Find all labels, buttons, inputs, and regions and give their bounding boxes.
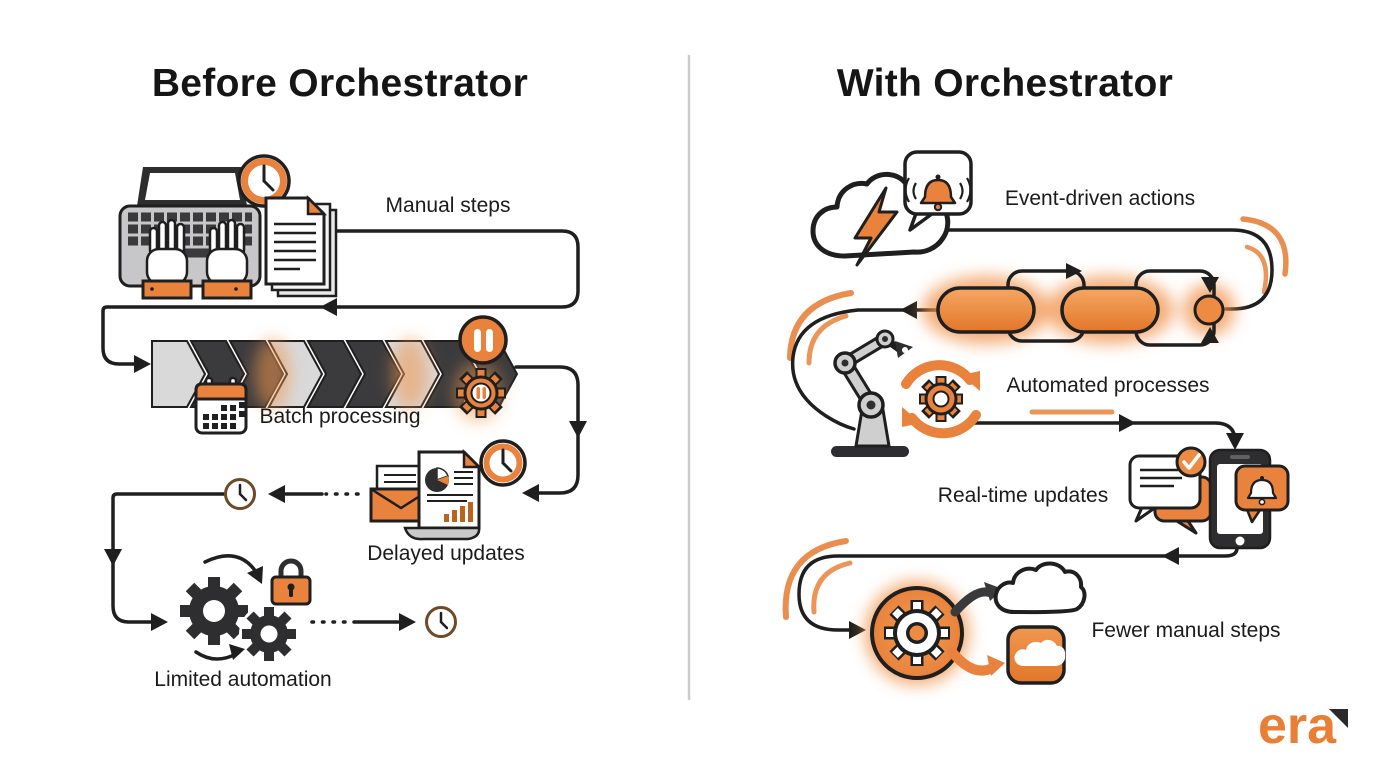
phone-notification-bubble <box>1234 464 1290 524</box>
hand-right-icon <box>205 218 249 286</box>
calendar-icon <box>194 376 248 435</box>
label-event-driven: Event-driven actions <box>1004 187 1196 210</box>
robot-arm-icon <box>831 329 913 457</box>
era-logo-notch-icon <box>1329 709 1348 728</box>
notification-bell-bubble-icon <box>903 150 973 232</box>
before-title: Before Orchestrator <box>151 62 529 105</box>
clock-icon <box>237 154 291 208</box>
hand-left-icon <box>145 218 189 286</box>
label-fewer-manual: Fewer manual steps <box>1091 619 1281 642</box>
cloud-app-icon <box>1006 625 1066 685</box>
smartphone-bell-icon <box>1208 448 1290 550</box>
pause-badge-icon <box>458 315 508 365</box>
with-flow-lines <box>790 228 1274 632</box>
cloud-outline-icon <box>993 561 1087 615</box>
label-limited-automation: Limited automation <box>154 668 332 691</box>
label-batch-processing: Batch processing <box>259 405 421 428</box>
arrow-to-cloud <box>950 582 1003 617</box>
workflow-chain-icon <box>922 263 1235 347</box>
clock-small-icon <box>224 478 256 510</box>
clock-delayed-icon <box>479 439 527 487</box>
accent-trails <box>782 216 1289 620</box>
with-flow-arrowheads <box>849 301 1244 639</box>
bell-icon <box>904 174 972 212</box>
arrow-to-app <box>947 647 1005 676</box>
sync-gear-icon <box>901 360 981 439</box>
report-scroll-icon <box>403 448 483 541</box>
label-realtime: Real-time updates <box>937 484 1109 507</box>
lock-icon <box>270 558 312 606</box>
chat-bubbles-icon <box>1128 454 1213 535</box>
label-delayed-updates: Delayed updates <box>367 542 525 565</box>
label-automated: Automated processes <box>1006 374 1210 397</box>
laptop-typing-icon <box>118 167 262 300</box>
check-badge-icon <box>1175 446 1207 478</box>
era-logo: era <box>1258 697 1337 755</box>
clock-small-icon-2 <box>425 606 457 638</box>
deploy-gear-icon <box>865 581 969 685</box>
documents-icon <box>264 194 338 298</box>
gears-icon <box>180 554 299 664</box>
before-flow-arrowheads <box>104 298 587 631</box>
with-title: With Orchestrator <box>836 62 1174 105</box>
label-manual-steps: Manual steps <box>385 194 511 217</box>
pause-gear-icon <box>456 368 506 418</box>
